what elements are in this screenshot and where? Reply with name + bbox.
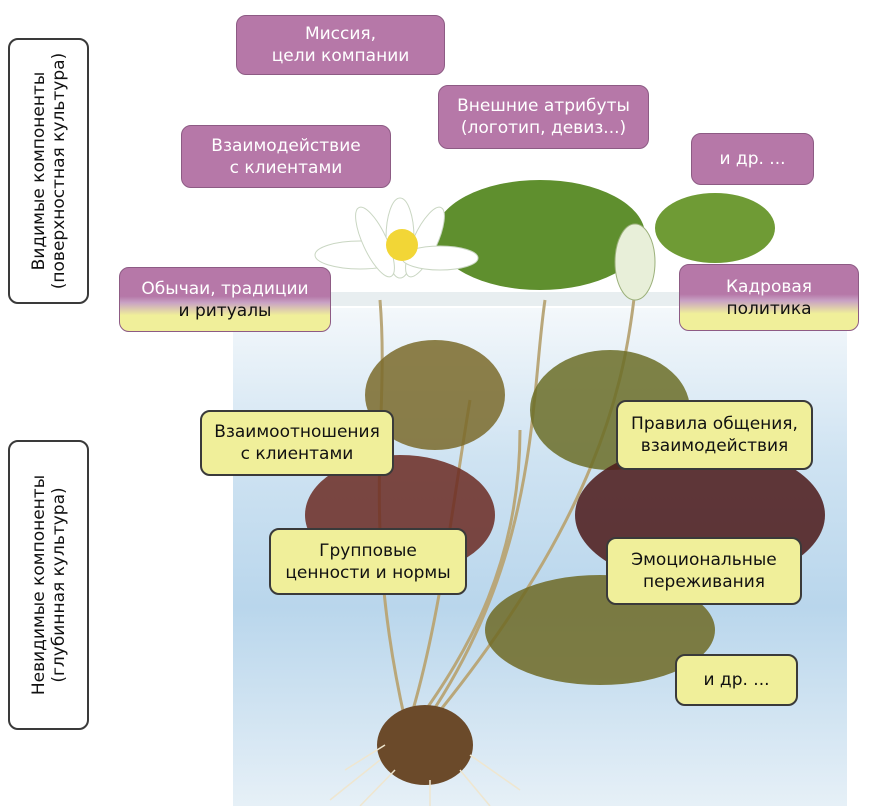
relations-line1: Взаимоотношения	[214, 421, 380, 443]
emotions-line2: переживания	[643, 571, 765, 593]
mission-box: Миссия, цели компании	[236, 15, 445, 75]
hr-policy-line1: Кадровая	[726, 276, 812, 298]
external-attributes-line1: Внешние атрибуты	[457, 95, 630, 117]
communication-rules-line1: Правила общения,	[631, 413, 798, 435]
external-attributes-line2: (логотип, девиз...)	[461, 117, 626, 139]
visible-etc-box: и др. ...	[691, 133, 814, 185]
emotions-box: Эмоциональные переживания	[606, 537, 802, 605]
external-attributes-box: Внешние атрибуты (логотип, девиз...)	[438, 85, 649, 149]
hr-policy-box: Кадровая политика	[679, 264, 859, 331]
group-values-box: Групповые ценности и нормы	[269, 528, 467, 595]
mission-line2: цели компании	[272, 45, 410, 67]
client-interaction-line2: с клиентами	[230, 157, 343, 179]
hr-policy-line2: политика	[726, 298, 811, 320]
group-values-line1: Групповые	[319, 540, 417, 562]
mission-line1: Миссия,	[305, 23, 376, 45]
customs-line2: и ритуалы	[179, 300, 272, 322]
client-interaction-line1: Взаимодействие	[211, 135, 360, 157]
invisible-etc-text: и др. ...	[703, 669, 769, 691]
emotions-line1: Эмоциональные	[631, 549, 777, 571]
communication-rules-line2: взаимодействия	[641, 435, 789, 457]
relations-line2: с клиентами	[241, 443, 354, 465]
client-interaction-box: Взаимодействие с клиентами	[181, 125, 391, 188]
communication-rules-box: Правила общения, взаимодействия	[616, 400, 813, 470]
relations-box: Взаимоотношения с клиентами	[200, 410, 394, 476]
invisible-etc-box: и др. ...	[675, 654, 798, 706]
customs-box: Обычаи, традиции и ритуалы	[119, 267, 331, 332]
customs-line1: Обычаи, традиции	[141, 278, 308, 300]
visible-etc-text: и др. ...	[719, 148, 785, 170]
group-values-line2: ценности и нормы	[285, 562, 450, 584]
